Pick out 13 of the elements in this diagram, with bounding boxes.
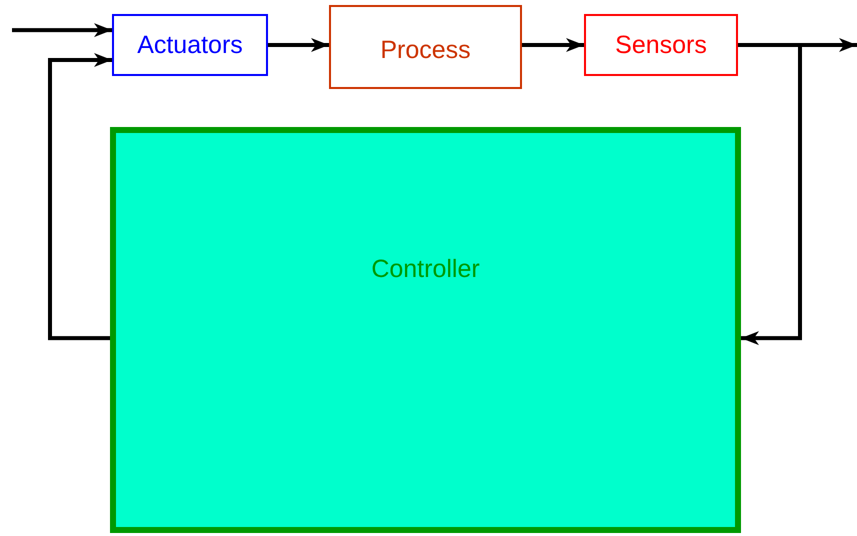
- node-label: Sensors: [615, 30, 707, 60]
- process-box: [584, 14, 738, 76]
- arrow: [268, 38, 329, 52]
- process-box: [112, 14, 268, 76]
- arrow: [522, 38, 584, 52]
- arrow: [12, 23, 112, 38]
- arrow: [48, 53, 112, 340]
- node-label: Controller: [371, 254, 480, 284]
- process-box: [329, 5, 522, 89]
- node-label: Process: [380, 36, 471, 64]
- node-label: Actuators: [137, 30, 243, 60]
- arrow: [738, 43, 802, 346]
- process-box: [110, 127, 741, 533]
